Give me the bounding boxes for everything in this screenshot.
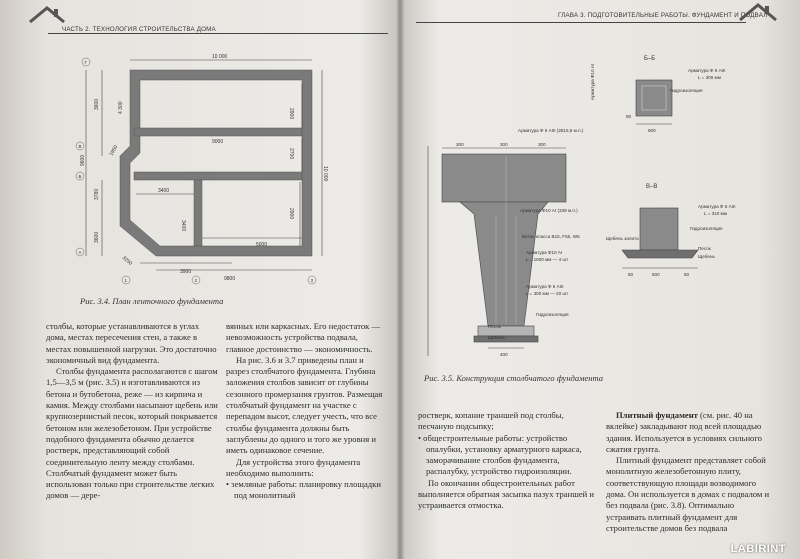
bullet-list: земляные работы: планировку площадки под… xyxy=(226,479,388,502)
column-foundation-drawing: 300 300 300 400 Арматура Ф 6 AIII (2815,… xyxy=(427,56,736,357)
label-l300: L = 300 мм xyxy=(698,75,721,80)
dim-50a: 50 xyxy=(626,114,632,119)
running-head: ГЛАВА 3. ПОДГОТОВИТЕЛЬНЫЕ РАБОТЫ. ФУНДАМ… xyxy=(558,12,768,19)
dim-right: 10 000 xyxy=(322,166,328,182)
label-gidro-vv: Гидроизоляция xyxy=(690,226,723,231)
paragraph: По окончании общестроительных работ выпо… xyxy=(418,477,594,511)
right-page: ГЛАВА 3. ПОДГОТОВИТЕЛЬНЫЕ РАБОТЫ. ФУНДАМ… xyxy=(402,0,800,559)
axis-mark-v: В xyxy=(79,144,82,149)
label-pesok-vv: Песок xyxy=(698,246,712,251)
right-column-2: Плитный фундамент (см. рис. 40 на вклейк… xyxy=(606,410,776,534)
axis-mark-g: Г xyxy=(85,60,88,65)
figure-caption: Рис. 3.4. План ленточного фундамента xyxy=(80,296,224,306)
dim-50b: 50 xyxy=(628,272,634,277)
house-icon xyxy=(739,3,777,22)
dim-400: 400 xyxy=(500,352,508,357)
dim-inner-middle: 9000 xyxy=(212,139,223,145)
house-icon xyxy=(29,6,65,24)
left-column-1: столбы, которые устанавливаются в углах … xyxy=(46,321,218,502)
paragraph: Столбы фундамента располагаются с шагом … xyxy=(46,366,218,501)
watermark-logo: LABIRINT xyxy=(730,543,786,555)
figure-caption: Рис. 3.5. Конструкция столбчатого фундам… xyxy=(424,373,604,383)
paragraph: столбы, которые устанавливаются в углах … xyxy=(46,321,217,365)
header-rule xyxy=(48,33,388,34)
axis-mark-1: 1 xyxy=(125,278,128,283)
label-armatura-10: Арматура Ф10 AI xyxy=(590,64,595,100)
section-bb-title: Б–Б xyxy=(644,56,655,62)
label-armatura-6-long: Арматура Ф 6 AIII (2815,6 м.п.) xyxy=(518,128,584,133)
dim-left-top: 3600 xyxy=(94,99,100,110)
section-term: Плитный фундамент xyxy=(616,410,698,420)
label-shheben: Щебень xyxy=(488,335,505,340)
paragraph: ростверк, копание траншей под столбы, пе… xyxy=(418,410,564,432)
label-shheben-vv: Щебень залита xyxy=(606,236,639,241)
section-term-rest: (см. рис. 40 на вклейке) закладывают под… xyxy=(606,410,762,454)
dim-top: 10 000 xyxy=(212,54,228,60)
dim-left-bottom: 3600 xyxy=(94,232,100,243)
axis-mark-3: 3 xyxy=(311,278,314,283)
axis-mark-b: Б xyxy=(79,174,82,179)
dim-mid-left: 3400 xyxy=(158,188,169,194)
axis-mark-2: 2 xyxy=(195,278,198,283)
dim-mid-left-v: 3400 xyxy=(180,220,186,231)
label-beton: Бетон класса В15, F55, W6 xyxy=(522,234,580,239)
dim-300a: 300 xyxy=(456,142,464,147)
paragraph: На рис. 3.6 и 3.7 приведены план и разре… xyxy=(226,354,383,456)
dim-diag: 3250 xyxy=(121,255,134,267)
label-pesok: Песок xyxy=(488,324,502,329)
dim-room1: 2900 xyxy=(288,108,294,119)
section-vv-title: В–В xyxy=(646,184,657,190)
bullet-list: общестроительные работы: устройство опал… xyxy=(418,433,596,478)
strip-foundation-plan: 10 000 10 000 9000 3600 4 300 9600 3780 … xyxy=(75,54,328,285)
dim-left-small: 1950 xyxy=(109,144,120,157)
label-l310: L = 310 мм xyxy=(704,211,727,216)
label-arm6-vv: Арматура Ф 6 AIII xyxy=(698,204,736,209)
label-l1600: L = 1600 мм — 4 шт xyxy=(526,257,569,262)
label-armatura-10-mid: Арматура Ф10 AI (339 м.п.) xyxy=(520,208,578,213)
dim-room3: 2900 xyxy=(288,208,294,219)
left-page: ЧАСТЬ 2. ТЕХНОЛОГИЯ СТРОИТЕЛЬСТВА ДОМА xyxy=(0,0,398,559)
dim-left-upper-inner: 4 300 xyxy=(118,101,124,114)
dim-600: 600 xyxy=(648,128,656,133)
paragraph: Для устройства этого фундамента необходи… xyxy=(226,456,361,478)
list-item: земляные работы: планировку площадки под… xyxy=(226,479,388,502)
dim-left-mid: 9600 xyxy=(80,155,86,166)
dim-bottom-inner: 5000 xyxy=(256,242,267,248)
right-column-1: ростверк, копание траншей под столбы, пе… xyxy=(418,410,596,512)
header-rule xyxy=(416,22,746,23)
label-shheben-vv2: Щебень xyxy=(698,254,715,259)
paragraph: Плитный фундамент (см. рис. 40 на вклейк… xyxy=(606,410,776,455)
dim-left-mid2: 3780 xyxy=(94,189,100,200)
dim-bottom-b: 9800 xyxy=(224,276,235,282)
running-head: ЧАСТЬ 2. ТЕХНОЛОГИЯ СТРОИТЕЛЬСТВА ДОМА xyxy=(62,26,216,33)
dim-50c: 50 xyxy=(684,272,690,277)
label-arm6b: Арматура Ф 6 AIII xyxy=(526,284,564,289)
paragraph: вянных или каркасных. Его недостаток — н… xyxy=(226,321,381,354)
label-arm10b: Арматура Ф10 AI xyxy=(526,250,562,255)
axis-mark-a: А xyxy=(79,250,82,255)
paragraph: Плитный фундамент представляет собой мон… xyxy=(606,455,770,533)
label-gidro: Гидроизоляция xyxy=(670,88,703,93)
left-column-2: вянных или каркасных. Его недостаток — н… xyxy=(226,321,388,502)
label-gidro2: Гидроизоляция xyxy=(536,312,569,317)
list-item: общестроительные работы: устройство опал… xyxy=(418,433,596,478)
label-armatura-6-top: Арматура Ф 6 AIII xyxy=(688,68,726,73)
label-l300-20: L = 300 мм — 20 шт xyxy=(526,291,569,296)
dim-room2: 2700 xyxy=(288,148,294,159)
dim-500: 500 xyxy=(652,272,660,277)
dim-bottom-a: 3900 xyxy=(180,269,191,275)
dim-300b: 300 xyxy=(500,142,508,147)
dim-300c: 300 xyxy=(538,142,546,147)
